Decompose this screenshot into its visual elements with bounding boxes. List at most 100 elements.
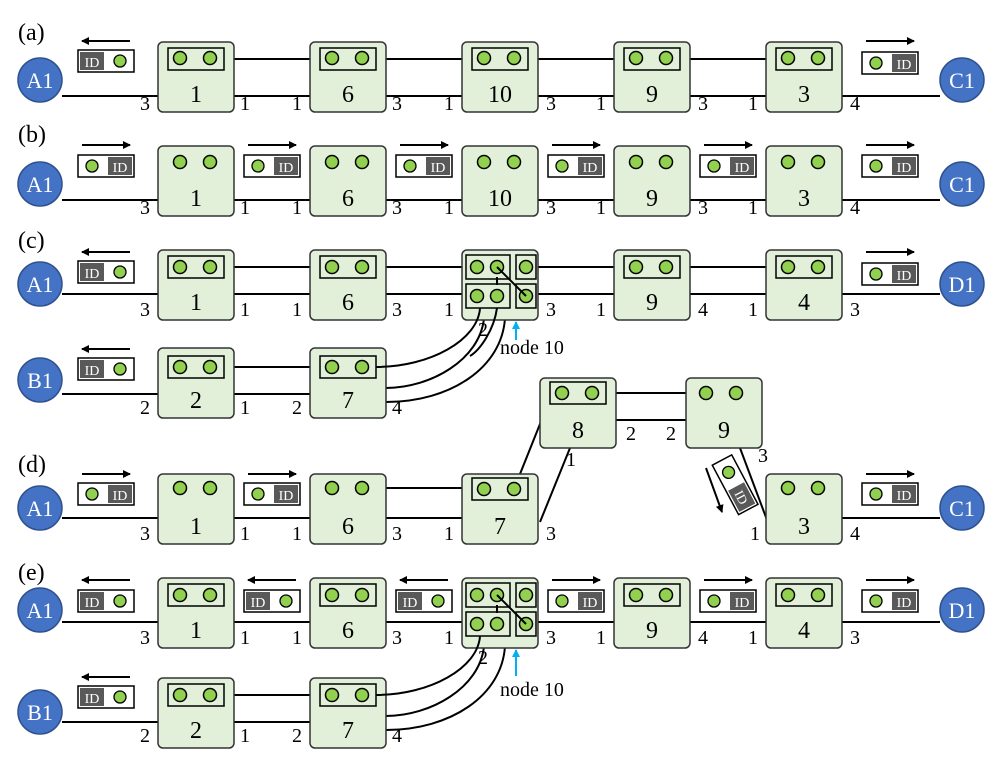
packet-id-field — [274, 157, 298, 175]
flow-table-box — [623, 47, 681, 71]
panel-label-b: (b) — [18, 122, 46, 148]
flow-entry-dot — [172, 154, 188, 170]
node-number: 9 — [646, 290, 658, 316]
port-number: 1 — [444, 93, 454, 115]
port-number: 3 — [546, 627, 556, 649]
port-number: 1 — [292, 93, 302, 115]
endpoint-lower — [17, 357, 63, 403]
flow-entry-dot — [202, 50, 218, 66]
endpoint-label: C1 — [949, 496, 975, 521]
packet-id-text: ID — [431, 161, 446, 176]
panel-label-d: (d) — [18, 452, 46, 478]
flow-table-box — [319, 47, 377, 71]
port-number: 1 — [748, 197, 758, 219]
port-number: 1 — [748, 93, 758, 115]
panel-label-e: (e) — [18, 560, 45, 586]
node-10-annotation: node 10 — [500, 679, 564, 701]
packet-payload-dot — [707, 159, 721, 173]
cross-link — [385, 645, 506, 731]
port-number: 3 — [392, 523, 402, 545]
packet-id-field — [426, 157, 450, 175]
cross-link — [539, 447, 571, 523]
flow-table-box — [167, 355, 225, 379]
port-number: 3 — [140, 299, 150, 321]
endpoint-label: A1 — [27, 172, 54, 197]
packet-id-field — [730, 157, 754, 175]
port-number: 1 — [444, 197, 454, 219]
flow-entry-dot — [518, 587, 534, 603]
packet-id-field — [274, 485, 298, 503]
packet-d-tilted: ID — [711, 453, 760, 516]
endpoint-label: D1 — [949, 598, 976, 623]
node-10-annotation: node 10 — [500, 337, 564, 359]
packet-id-field — [728, 482, 756, 512]
endpoint-left — [17, 57, 63, 103]
flow-entry-dot — [172, 687, 188, 703]
port-number: 1 — [240, 397, 250, 419]
flow-entry-dot — [354, 687, 370, 703]
endpoint-left — [17, 261, 63, 307]
packet-id-field — [108, 485, 132, 503]
port-number: 1 — [596, 93, 606, 115]
flow-entry-dot — [324, 50, 340, 66]
packet-payload-dot — [869, 56, 883, 70]
port-number: 1 — [240, 725, 250, 747]
flow-entry-dot — [628, 50, 644, 66]
packet-payload-dot — [869, 159, 883, 173]
packet-id-text: ID — [85, 692, 100, 707]
flow-table-box — [465, 254, 511, 280]
packet-id-field — [578, 592, 602, 610]
flow-table-box — [319, 255, 377, 279]
node-number: 6 — [342, 290, 354, 316]
packet-payload-dot — [113, 54, 127, 68]
flow-entry-dot — [780, 154, 796, 170]
port-number: 1 — [748, 627, 758, 649]
port-number: 3 — [546, 93, 556, 115]
packet-payload-dot — [113, 265, 127, 279]
endpoint-label: D1 — [949, 272, 976, 297]
flow-entry-dot — [810, 50, 826, 66]
node-number: 2 — [190, 718, 202, 744]
flow-entry-dot — [810, 480, 826, 496]
flow-entry-dot — [469, 259, 485, 275]
packet-id-text: ID — [85, 267, 100, 282]
flow-entry-dot — [506, 50, 522, 66]
node-number: 9 — [646, 618, 658, 644]
packet-payload-dot — [85, 159, 99, 173]
flow-entry-dot — [628, 154, 644, 170]
port-number: 3 — [850, 627, 860, 649]
flow-entry-dot — [628, 587, 644, 603]
node-number: 4 — [798, 618, 810, 644]
node-number: 6 — [342, 514, 354, 540]
port-number: 1 — [240, 197, 250, 219]
packet-id-field — [80, 52, 104, 70]
endpoint-lower — [17, 689, 63, 735]
flow-entry-dot — [469, 587, 485, 603]
flow-table-box — [623, 583, 681, 607]
flow-entry-dot — [698, 385, 714, 401]
packet-payload-dot — [869, 267, 883, 281]
flow-entry-dot — [324, 587, 340, 603]
flow-entry-dot — [476, 154, 492, 170]
port-number: 4 — [392, 725, 402, 747]
packet-id-text: ID — [897, 161, 912, 176]
packet-id-text: ID — [251, 596, 266, 611]
node-number: 6 — [342, 82, 354, 108]
flow-entry-dot — [489, 288, 505, 304]
flow-table-box — [167, 683, 225, 707]
endpoint-right — [939, 485, 985, 531]
flow-entry-dot — [172, 587, 188, 603]
flow-entry-dot — [780, 259, 796, 275]
packet-id-field — [398, 592, 422, 610]
flow-table-box — [471, 477, 529, 501]
node-number: 10 — [488, 186, 512, 212]
flow-entry-dot — [202, 154, 218, 170]
packet-payload-dot — [707, 594, 721, 608]
flow-entry-dot — [354, 480, 370, 496]
node-number: 6 — [342, 186, 354, 212]
port-number: 1 — [750, 523, 760, 545]
node-number: 1 — [190, 82, 202, 108]
node-number: 3 — [798, 186, 810, 212]
